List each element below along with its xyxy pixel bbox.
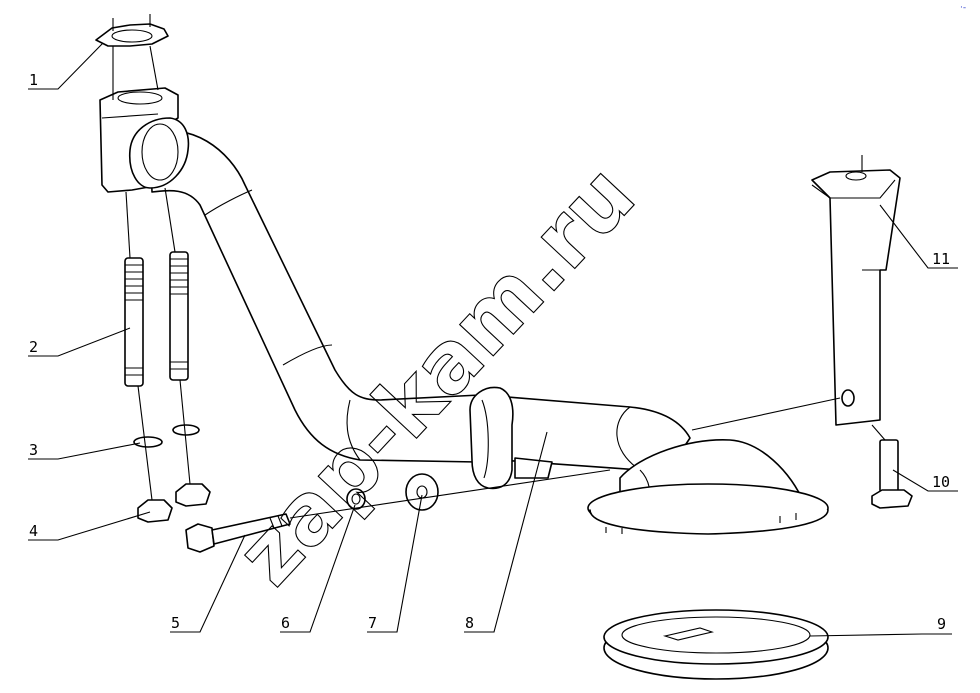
callout-1: 1 xyxy=(29,71,38,89)
part-4-nuts xyxy=(137,483,211,523)
callout-6: 6 xyxy=(281,614,290,632)
intake-flange-block xyxy=(99,87,190,193)
part-5-bolt xyxy=(185,513,291,553)
part-11-bracket xyxy=(811,155,901,426)
part-6-lock-washer xyxy=(346,488,366,510)
part-2-studs xyxy=(124,251,189,387)
callout-5: 5 xyxy=(171,614,180,632)
callout-4: 4 xyxy=(29,522,38,540)
callout-9: 9 xyxy=(937,615,946,633)
callout-10: 10 xyxy=(932,473,950,491)
part-7-flat-washer xyxy=(405,473,439,511)
part-10-bracket-bolt xyxy=(871,439,913,509)
callout-labels: 1 2 3 4 5 6 7 8 9 10 11 xyxy=(29,71,950,633)
callout-8: 8 xyxy=(465,614,474,632)
part-8-intake-pipe xyxy=(149,130,829,535)
callout-11: 11 xyxy=(932,250,950,268)
part-9-gasket xyxy=(603,609,829,680)
assembly-axes xyxy=(112,45,886,519)
part-1-flange-gasket xyxy=(95,14,169,47)
leader-lines xyxy=(28,42,958,637)
callout-3: 3 xyxy=(29,441,38,459)
callout-7: 7 xyxy=(368,614,377,632)
part-3-washers xyxy=(133,424,200,448)
callout-2: 2 xyxy=(29,338,38,356)
corner-mark: ·- xyxy=(960,3,966,13)
